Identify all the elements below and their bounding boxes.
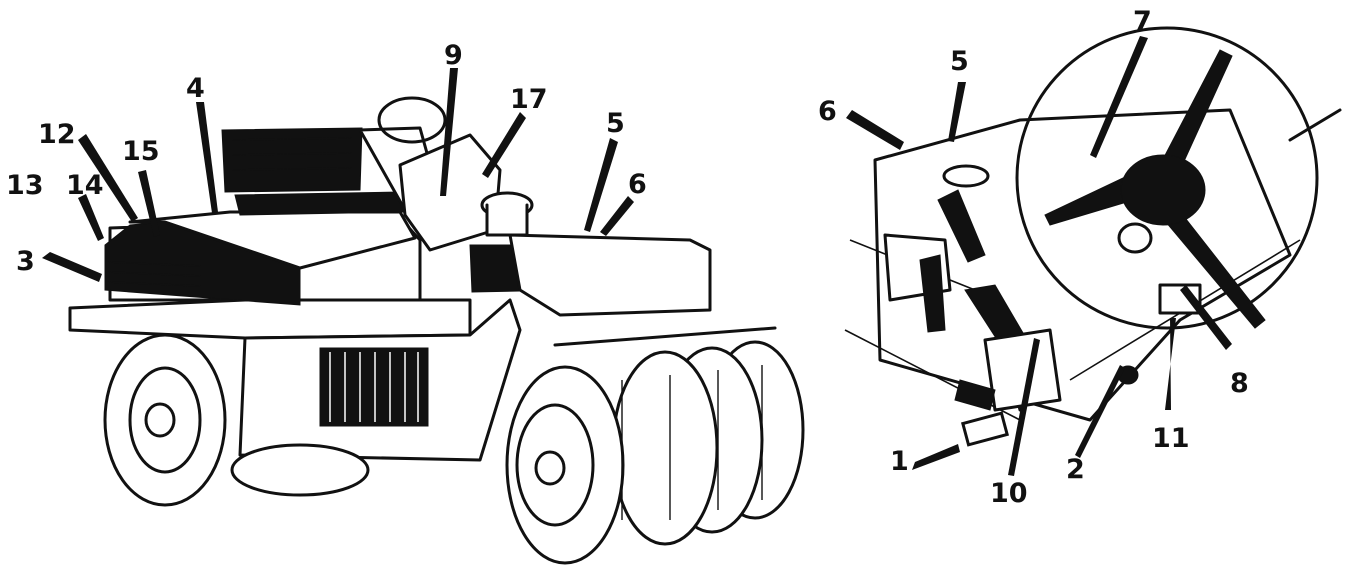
callout-left-12: 12 <box>38 119 76 150</box>
callout-right-6: 6 <box>818 96 837 127</box>
control-panel-illustration <box>844 26 1342 447</box>
callout-right-2: 2 <box>1066 454 1085 485</box>
callout-left-3: 3 <box>16 246 35 277</box>
callout-left-14: 14 <box>66 170 104 201</box>
callout-left-6: 6 <box>628 169 647 200</box>
callout-right-11: 11 <box>1152 423 1190 454</box>
leader-lines <box>42 36 1232 476</box>
hood-stripes <box>107 261 201 287</box>
radiator-grille-lines <box>329 352 419 422</box>
seat-backrest-lines <box>231 137 353 171</box>
callout-left-13: 13 <box>6 170 44 201</box>
callout-right-10: 10 <box>990 478 1028 509</box>
callout-right-8: 8 <box>1230 368 1249 399</box>
callout-right-7: 7 <box>1133 6 1152 37</box>
callout-left-17: 17 <box>510 84 548 115</box>
callout-left-15: 15 <box>122 136 160 167</box>
callout-right-1: 1 <box>890 446 909 477</box>
callout-left-4: 4 <box>186 73 205 104</box>
front-tyre-tread <box>621 365 763 520</box>
road-roller-illustration <box>68 96 805 565</box>
callout-labels: 12 15 13 14 3 4 9 17 5 6 6 5 7 8 11 2 10… <box>6 6 1249 509</box>
callout-left-9: 9 <box>444 40 463 71</box>
callout-left-5: 5 <box>606 108 625 139</box>
callout-right-5: 5 <box>950 46 969 77</box>
